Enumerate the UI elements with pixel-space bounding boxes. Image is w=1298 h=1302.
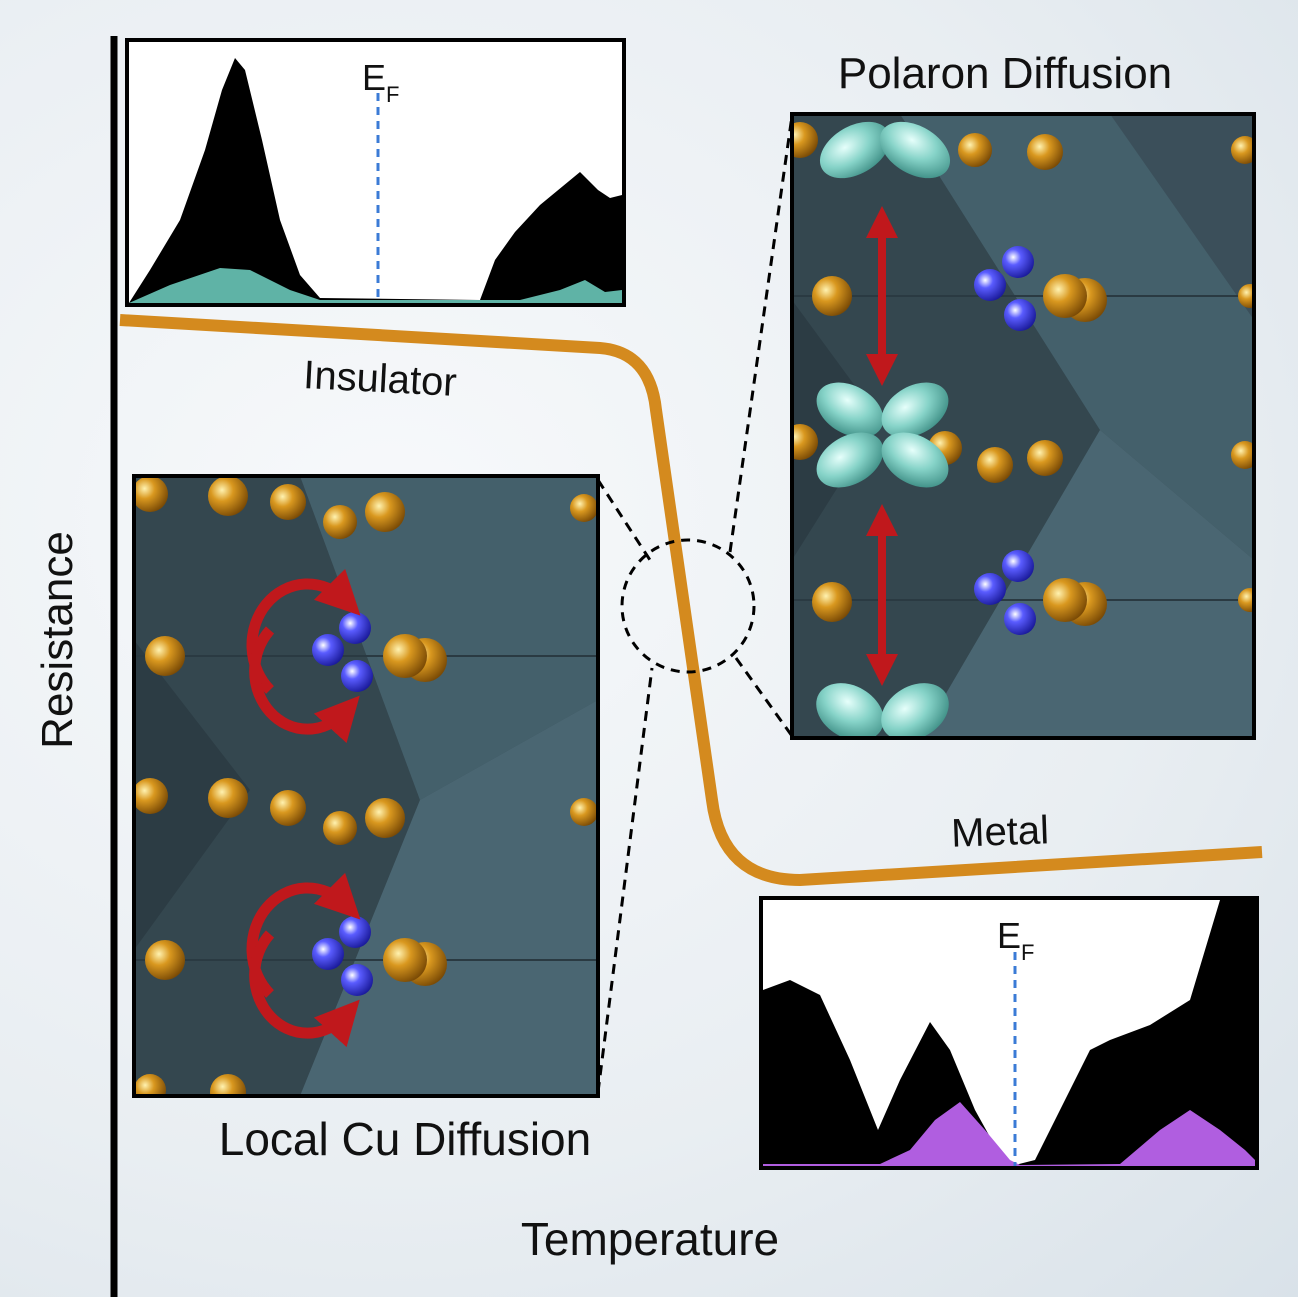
polaron-diffusion-title: Polaron Diffusion <box>838 49 1172 98</box>
zoom-region-circle <box>620 538 756 674</box>
x-axis-label: Temperature <box>521 1213 779 1265</box>
insulator-total-dos <box>129 58 622 303</box>
zoom-connectors <box>596 115 794 1093</box>
insulator-label: Insulator <box>302 353 458 405</box>
y-axis-label: Resistance <box>33 531 82 749</box>
cu-rotation-arrows <box>246 568 361 1048</box>
metal-projected-dos <box>763 1102 1255 1166</box>
polaron-panel-border <box>790 112 1256 740</box>
metal-dos-inset: EF <box>759 896 1259 1170</box>
fermi-level-label: EF <box>997 915 1034 965</box>
li-atoms <box>312 612 373 996</box>
insulator-dos-inset: EF <box>125 38 626 307</box>
cu-atoms <box>134 476 598 1096</box>
cu-atoms <box>792 122 1254 626</box>
local-cu-panel-border <box>132 474 600 1098</box>
metal-label: Metal <box>950 808 1049 855</box>
polaron-crystal-panel <box>792 114 1254 738</box>
fermi-level-label: EF <box>362 57 399 107</box>
li-atoms <box>974 246 1036 635</box>
polaron-orbitals <box>816 121 951 738</box>
resistance-curve <box>119 314 1263 886</box>
metal-total-dos <box>763 900 1255 1166</box>
insulator-projected-dos <box>129 268 622 303</box>
local-cu-diffusion-title: Local Cu Diffusion <box>219 1113 591 1165</box>
local-cu-crystal-panel <box>134 476 598 1096</box>
